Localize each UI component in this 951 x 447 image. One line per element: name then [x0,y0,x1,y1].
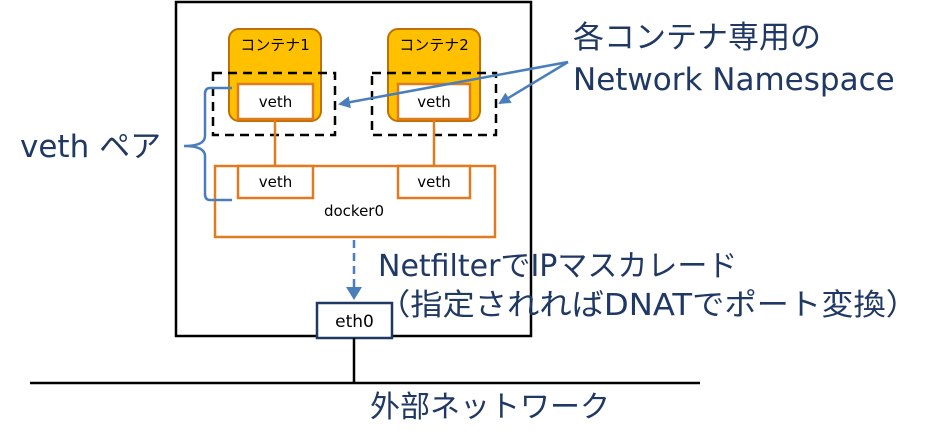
namespace-pointer-arrow-2 [498,60,569,105]
bridge-veth-right-box [396,164,472,200]
netfilter-annotation-line2: （指定されればDNATでポート変換） [378,288,918,323]
container-1-veth-box [236,82,315,121]
container-2-label: コンテナ2 [399,36,469,54]
namespace-pointer-arrow-1 [338,60,569,109]
bridge-veth-left-label: veth [259,173,293,191]
veth-pair-brace [183,86,232,202]
namespace-annotation-line1: 各コンテナ専用の [573,20,821,56]
veth-pair-annotation: veth ペア [20,129,161,165]
bridge-veth-right-label: veth [417,173,451,191]
docker0-label: docker0 [324,202,384,220]
bridge-veth-left-box [236,164,315,200]
namespace-annotation-line2: Network Namespace [573,62,895,98]
container-1-label: コンテナ1 [240,36,310,54]
container-2-veth-label: veth [417,93,451,111]
external-network-label: 外部ネットワーク [370,390,610,425]
netfilter-annotation-line1: NetfilterでIPマスカレード [378,249,737,284]
container-1-veth-label: veth [259,93,293,111]
eth0-label: eth0 [335,312,374,332]
nat-arrow-head [346,287,362,300]
eth0-box [315,301,394,340]
